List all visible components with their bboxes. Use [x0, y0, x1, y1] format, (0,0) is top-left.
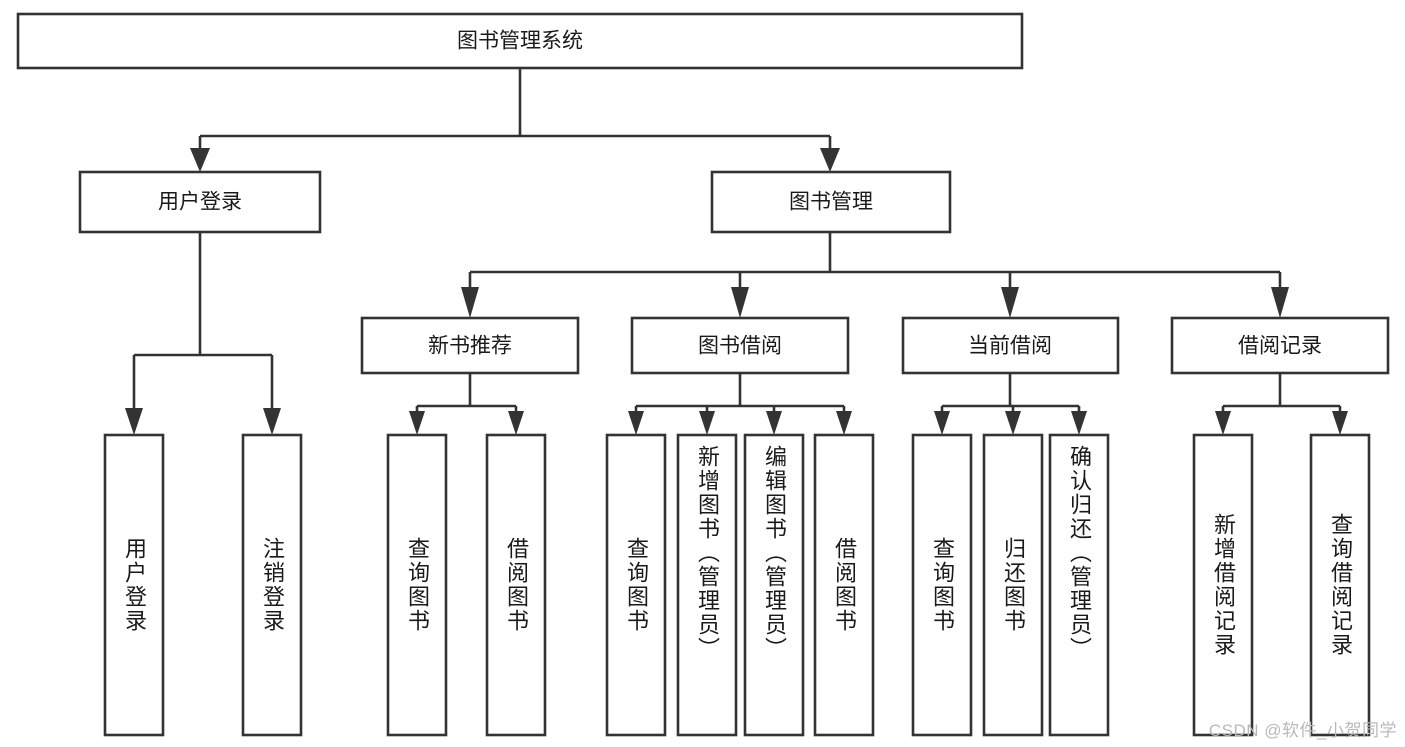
node-root[interactable]: 图书管理系统	[16, 12, 1024, 70]
arrowhead-leaf-query-book-2	[628, 411, 644, 435]
arrowhead-borrow-record	[1271, 287, 1289, 318]
leaf-logout-box[interactable]	[241, 433, 303, 737]
root-label: 图书管理系统	[457, 30, 583, 53]
root-box[interactable]	[16, 12, 1024, 70]
node-book-management[interactable]: 图书管理	[710, 170, 952, 234]
arrowhead-leaf-confirm-return	[1071, 411, 1087, 435]
leaf-boxes-layer	[103, 433, 1371, 737]
connectors-layer	[125, 68, 1348, 435]
current-borrow-box[interactable]	[901, 316, 1120, 375]
arrowhead-new-book-recommend	[461, 287, 479, 318]
book-management-label: 图书管理	[789, 191, 873, 214]
arrowhead-book-borrow	[731, 287, 749, 318]
leaf-borrow-book-2-box[interactable]	[813, 433, 875, 737]
node-user-login[interactable]: 用户登录	[78, 170, 322, 234]
leaf-return-book-box[interactable]	[982, 433, 1044, 737]
borrow-record-box[interactable]	[1170, 316, 1390, 375]
leaf-user-login-box[interactable]	[103, 433, 165, 737]
arrowhead-leaf-edit-book	[766, 411, 782, 435]
borrow-record-label: 借阅记录	[1238, 335, 1322, 358]
leaf-add-book-box[interactable]	[676, 433, 738, 737]
current-borrow-label: 当前借阅	[968, 335, 1052, 358]
arrowhead-leaf-add-borrow-record	[1215, 411, 1231, 435]
leaf-query-book-1-box[interactable]	[386, 433, 448, 737]
node-borrow-record[interactable]: 借阅记录	[1170, 316, 1390, 375]
arrowhead-book-management	[820, 148, 840, 172]
node-new-book-recommend[interactable]: 新书推荐	[360, 316, 580, 375]
arrowhead-leaf-return-book	[1005, 411, 1021, 435]
node-current-borrow[interactable]: 当前借阅	[901, 316, 1120, 375]
leaf-borrow-book-1-box[interactable]	[485, 433, 547, 737]
arrowhead-leaf-user-login	[125, 408, 143, 435]
arrowhead-leaf-logout	[263, 408, 281, 435]
new-book-recommend-label: 新书推荐	[428, 335, 512, 358]
leaf-edit-book-box[interactable]	[743, 433, 805, 737]
node-book-borrow[interactable]: 图书借阅	[630, 316, 850, 375]
book-borrow-label: 图书借阅	[698, 335, 782, 358]
arrowhead-current-borrow	[1001, 287, 1019, 318]
leaf-query-borrow-record-box[interactable]	[1309, 433, 1371, 737]
user-login-label: 用户登录	[158, 191, 242, 214]
book-management-box[interactable]	[710, 170, 952, 234]
new-book-recommend-box[interactable]	[360, 316, 580, 375]
leaf-add-borrow-record-box[interactable]	[1192, 433, 1254, 737]
arrowhead-leaf-query-borrow-record	[1332, 411, 1348, 435]
leaf-query-book-3-box[interactable]	[911, 433, 973, 737]
leaf-confirm-return-box[interactable]	[1048, 433, 1110, 737]
user-login-box[interactable]	[78, 170, 322, 234]
arrowhead-leaf-query-book-1	[409, 411, 425, 435]
arrowhead-user-login	[190, 148, 210, 172]
arrowhead-leaf-borrow-book-1	[508, 411, 524, 435]
leaf-query-book-2-box[interactable]	[605, 433, 667, 737]
arrowhead-leaf-borrow-book-2	[836, 411, 852, 435]
book-borrow-box[interactable]	[630, 316, 850, 375]
arrowhead-leaf-query-book-3	[934, 411, 950, 435]
csdn-watermark: CSDN @软件_小贺同学	[1208, 721, 1397, 740]
arrowhead-leaf-add-book	[699, 411, 715, 435]
